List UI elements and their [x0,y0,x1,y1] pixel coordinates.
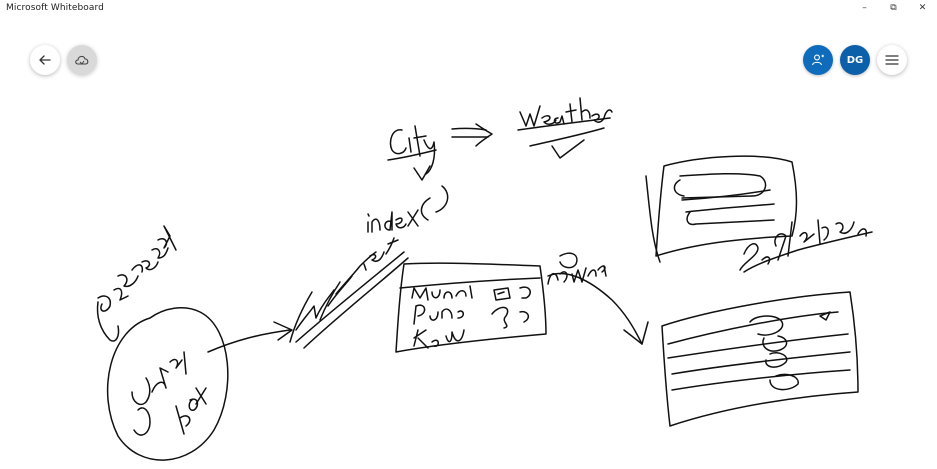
ink-index [367,185,449,233]
ink-sort-selects [739,219,873,273]
title-bar: Microsoft Whiteboard – ⧉ ✕ [0,0,937,15]
person-add-icon [811,54,824,66]
cloud-sync-icon [75,55,89,65]
arrow-left-icon [39,55,51,65]
ink-ellipse-jajra [106,306,293,461]
hamburger-menu-icon [885,55,899,65]
ink-list-sketch [661,291,859,427]
app-title: Microsoft Whiteboard [6,2,104,13]
settings-menu-button[interactable] [877,45,907,75]
ink-arrow-right [547,272,649,345]
ink-javaread [96,225,177,342]
back-button[interactable] [30,45,60,75]
invite-button[interactable] [803,45,833,75]
ink-arrow-city-weather [451,123,493,147]
user-avatar[interactable]: DG [840,45,870,75]
minimize-button[interactable]: – [862,2,867,13]
ink-city [387,125,437,181]
sync-status-button[interactable] [67,45,97,75]
ink-datatables [289,237,409,349]
window-controls: – ⧉ ✕ [850,0,937,15]
whiteboard-canvas[interactable] [0,15,937,469]
maximize-button[interactable]: ⧉ [890,2,897,13]
ink-strokes [96,97,873,461]
close-button[interactable]: ✕ [918,2,927,13]
ink-weather [517,97,613,159]
ink-download [547,252,607,285]
ink-scroll-sketch [645,155,798,263]
ink-table-sketch [395,262,547,353]
